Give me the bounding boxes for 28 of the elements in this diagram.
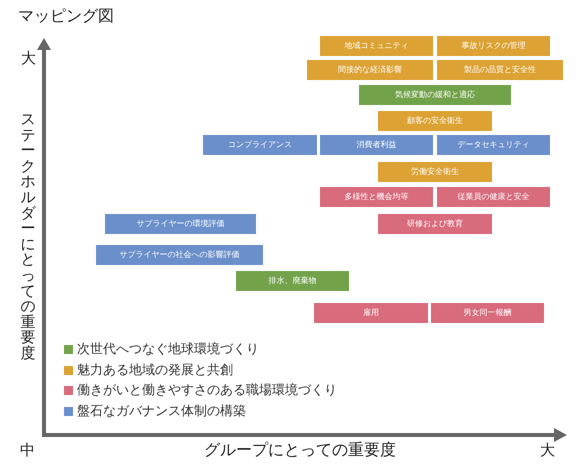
topic-tag: 排水、廃棄物 bbox=[236, 271, 349, 291]
topic-tag: 多様性と機会均等 bbox=[320, 187, 433, 207]
diagram-title: マッピング図 bbox=[18, 7, 114, 25]
axis-end-label: 大 bbox=[540, 442, 555, 458]
topic-tag: データセキュリティ bbox=[437, 135, 550, 155]
legend-text: 魅力ある地域の発展と共創 bbox=[77, 364, 233, 378]
axis-end-label: 中 bbox=[20, 442, 35, 458]
topic-tag: 事故リスクの管理 bbox=[437, 36, 550, 56]
topic-tag: サプライヤーの環境評価 bbox=[105, 214, 256, 234]
topic-tag: コンプライアンス bbox=[203, 135, 317, 155]
topic-tag: 労働安全衛生 bbox=[378, 162, 492, 182]
topic-tag: 間接的な経済影響 bbox=[307, 60, 433, 80]
topic-tag: 研修および教育 bbox=[378, 214, 492, 234]
topic-tag: 顧客の安全衛生 bbox=[378, 111, 492, 131]
topic-tag: サプライヤーの社会への影響評価 bbox=[96, 245, 263, 265]
topic-tag: 雇用 bbox=[314, 303, 428, 323]
topic-tag: 従業員の健康と安全 bbox=[437, 187, 550, 207]
legend-text: 次世代へつなぐ地球環境づくり bbox=[77, 343, 259, 358]
topic-tag: 気候変動の緩和と適応 bbox=[359, 85, 511, 105]
legend-text: 盤石なガバナンス体制の構築 bbox=[77, 405, 246, 420]
topic-tag: 消費者利益 bbox=[320, 135, 433, 155]
topic-tag: 男女同一報酬 bbox=[431, 303, 544, 323]
axis-title: グループにとっての重要度 bbox=[204, 441, 396, 459]
topic-tag: 製品の品質と安全性 bbox=[437, 60, 563, 80]
axis-end-label: 大 bbox=[21, 50, 36, 66]
axis-title: ステークホルダーにとっての重要度 bbox=[20, 112, 36, 362]
legend-text: 働きがいと働きやすさのある職場環境づくり bbox=[77, 384, 337, 399]
topic-tag: 地域コミュニティ bbox=[320, 36, 433, 56]
